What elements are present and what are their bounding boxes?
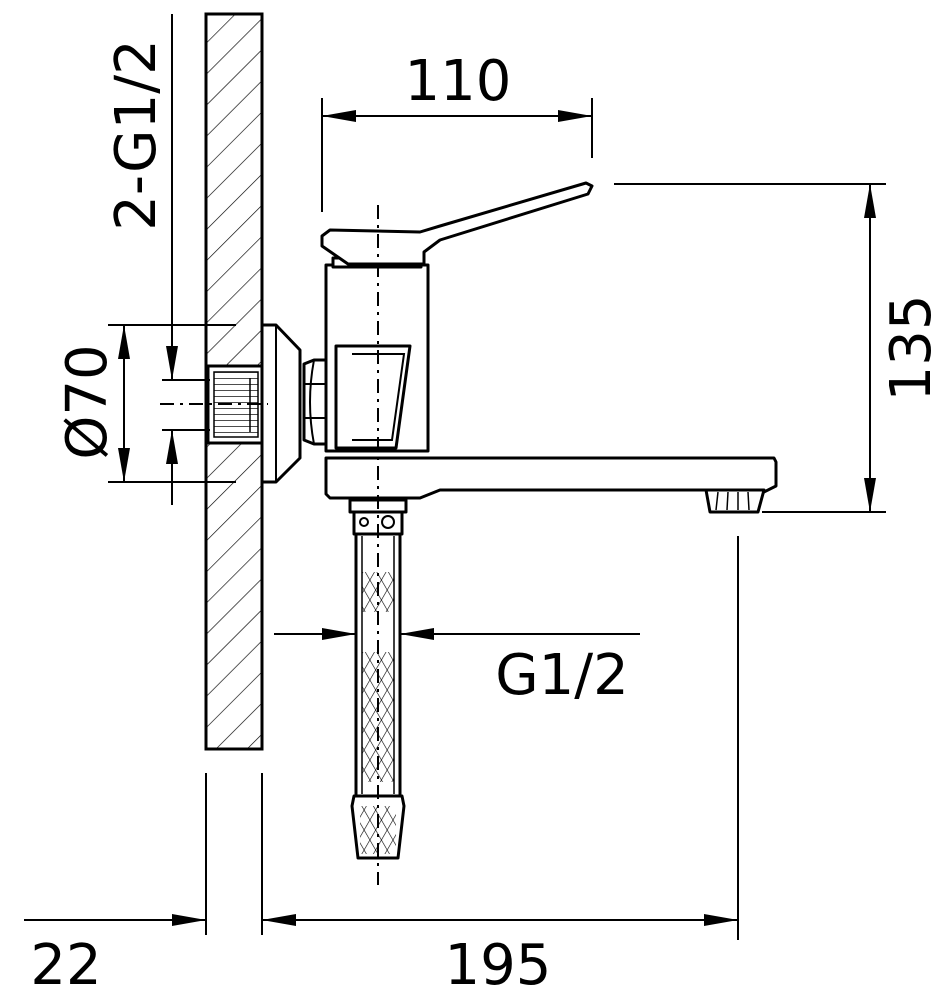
flange-cover — [260, 323, 302, 484]
dim-110: 110 — [321, 49, 593, 212]
dim-135-label: 135 — [879, 295, 944, 402]
dim-110-label: 110 — [405, 49, 512, 114]
dim-195-label: 195 — [445, 933, 552, 998]
dim-195: 195 — [262, 536, 739, 998]
dim-135: 135 — [614, 183, 944, 513]
spout — [324, 456, 778, 514]
wall-section — [204, 12, 264, 935]
dim-22: 22 — [24, 914, 206, 998]
lever-handle — [320, 181, 594, 266]
dim-diameter-70-label: Ø70 — [55, 344, 120, 459]
dim-g1-2-label: G1/2 — [495, 643, 629, 708]
dim-22-label: 22 — [30, 933, 101, 998]
dim-2-g1-2-label: 2-G1/2 — [104, 39, 169, 230]
dim-g1-2: G1/2 — [274, 628, 640, 708]
dim-diameter-70: Ø70 — [55, 324, 236, 483]
shower-hose — [354, 532, 402, 798]
dim-2-g1-2: 2-G1/2 — [104, 14, 210, 505]
